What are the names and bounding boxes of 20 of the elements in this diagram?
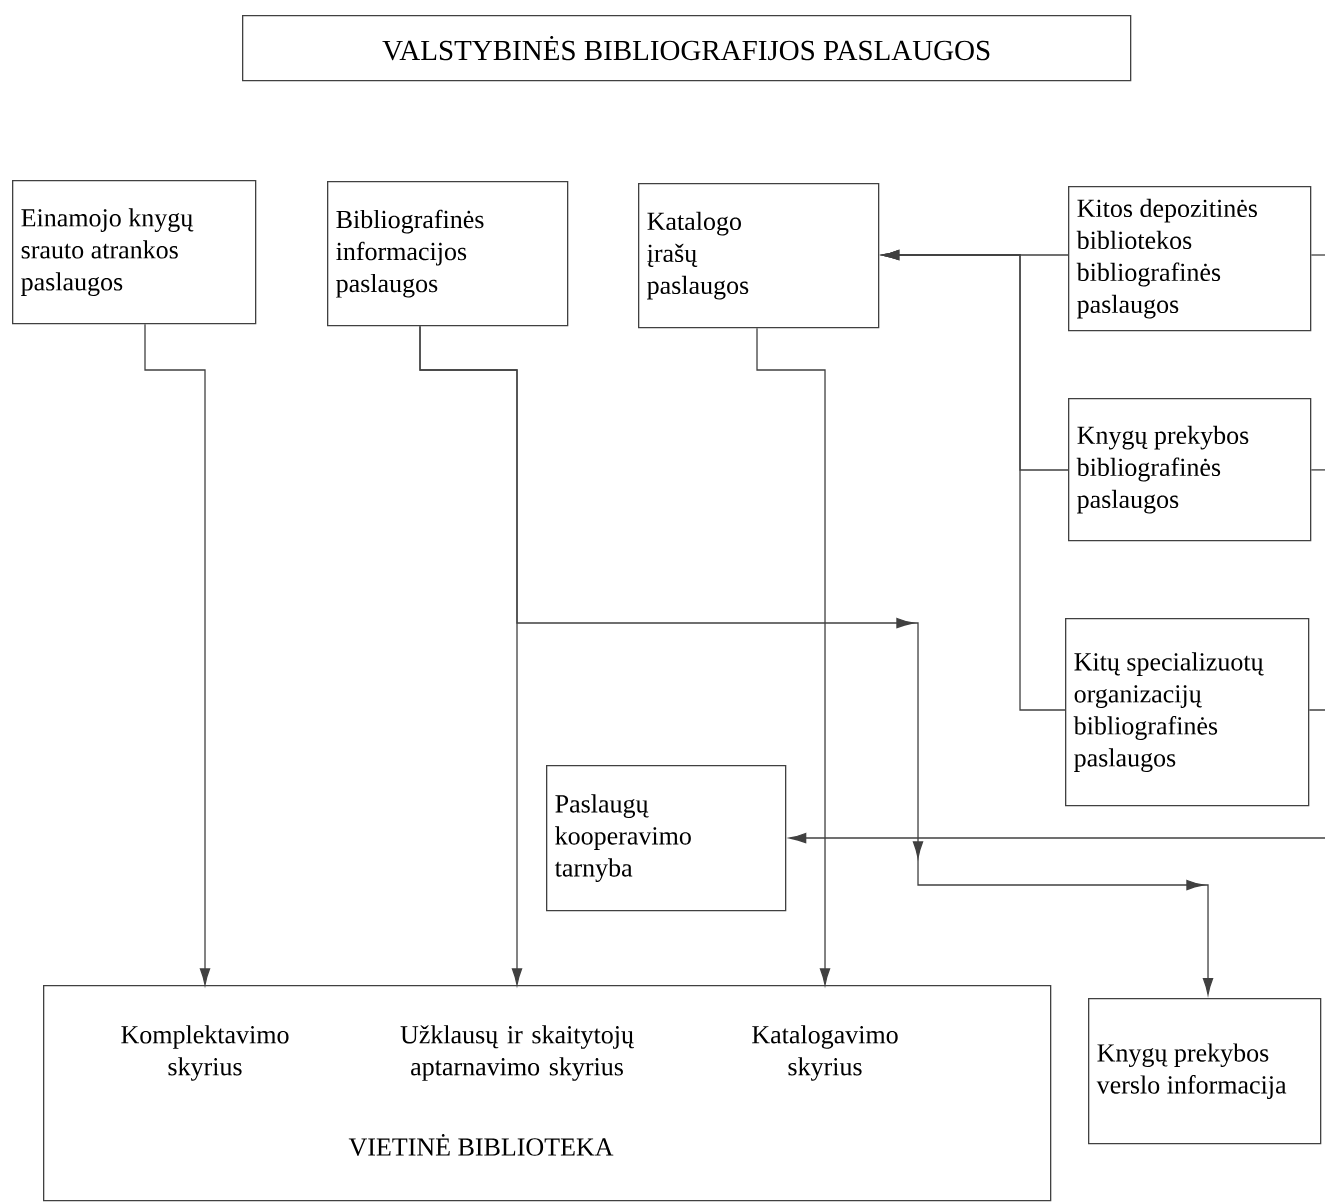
- connector-line: [1310, 469, 1325, 471]
- process-box: Kitos depozitinės bibliotekos bibliografinės paslaugos: [1068, 186, 1312, 332]
- process-box: Paslaugų kooperavimo tarnyba: [546, 765, 787, 912]
- process-box: Kitų specializuotų organizacijų bibliografinės paslaugos: [1065, 618, 1310, 807]
- process-box: Bibliografinės informacijos paslaugos: [327, 181, 569, 327]
- department-label: Katalogavimo skyrius: [752, 1025, 898, 1081]
- arrow: [789, 832, 1325, 844]
- connector-line: [1310, 254, 1325, 256]
- department-label: Komplektavimo skyrius: [121, 1025, 289, 1081]
- connector-line: [1308, 709, 1325, 711]
- arrow: [419, 325, 1214, 996]
- arrow: [882, 249, 1066, 711]
- title-box: VALSTYBINĖS BIBLIOGRAFIJOS PASLAUGOS: [242, 15, 1132, 82]
- process-box: Knygų prekybos verslo informacija: [1088, 998, 1322, 1145]
- process-box: Katalogo įrašų paslaugos: [638, 183, 880, 329]
- process-box: Einamojo knygų srauto atrankos paslaugos: [12, 180, 257, 325]
- arrow: [144, 323, 211, 986]
- arrow: [756, 327, 831, 986]
- department-label: Užklausų ir skaitytojų aptarnavimo skyrius: [400, 1025, 634, 1081]
- process-box: Knygų prekybos bibliografinės paslaugos: [1068, 398, 1312, 542]
